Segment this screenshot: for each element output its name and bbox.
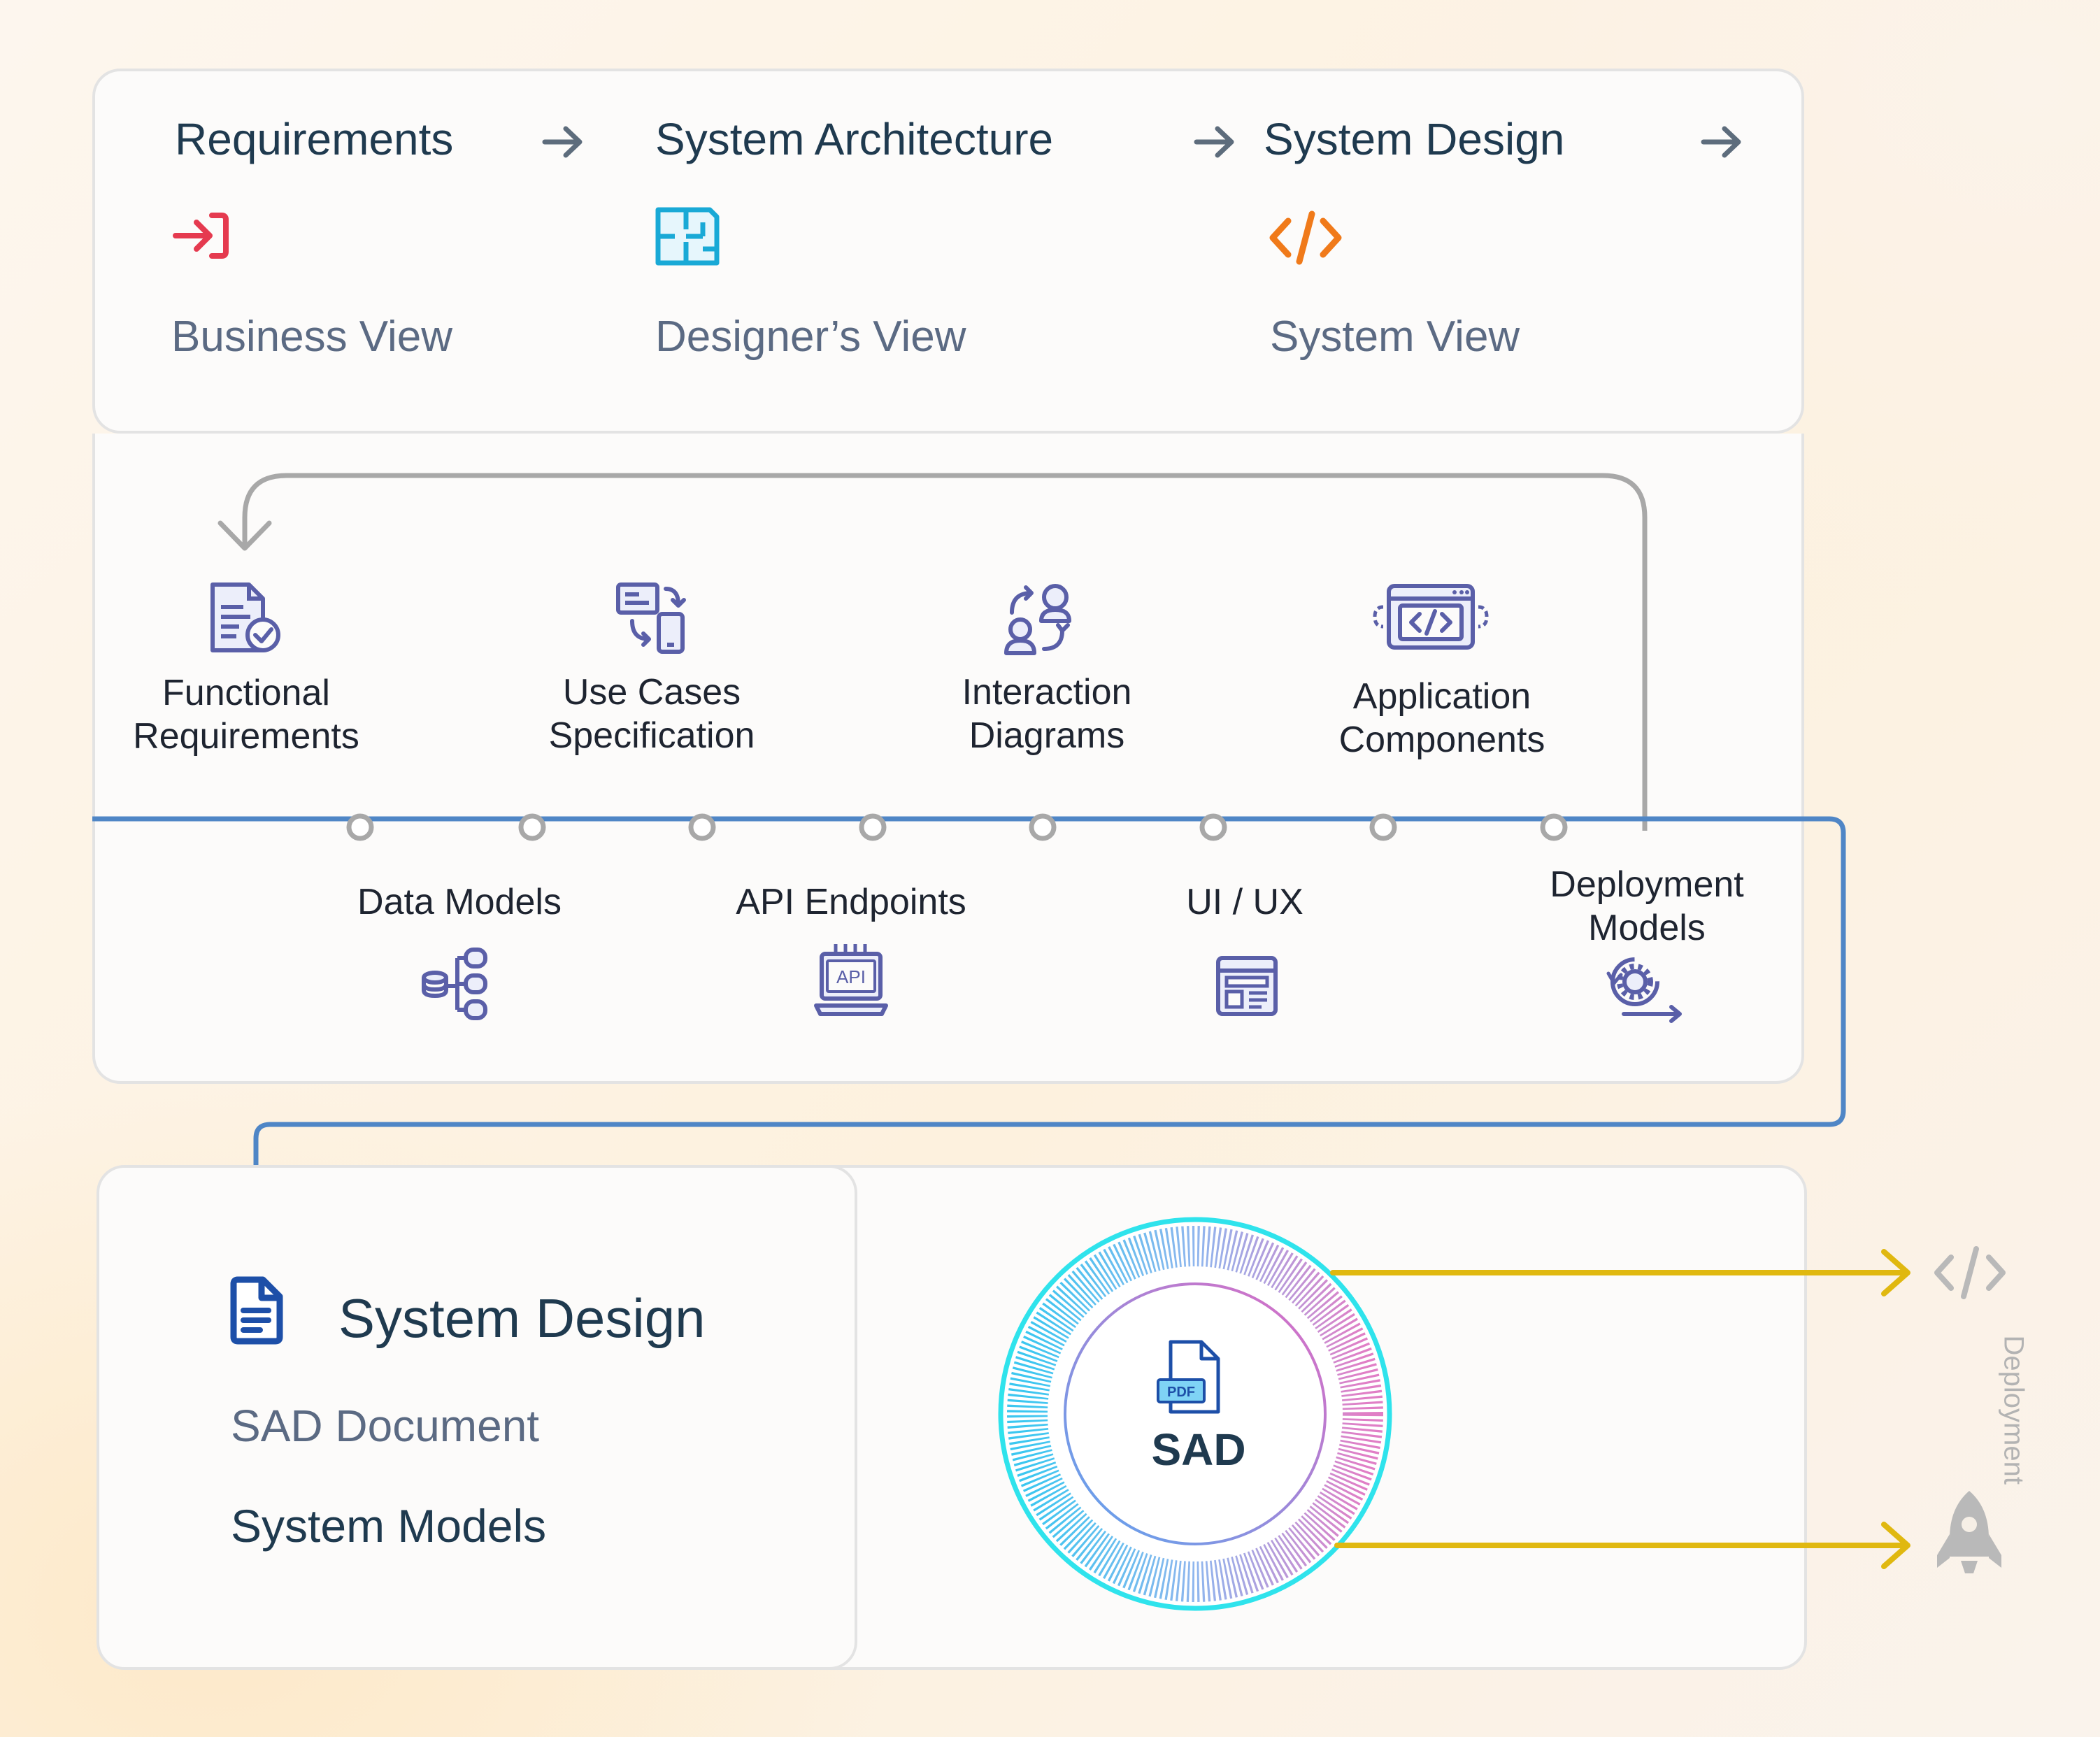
devices-sync-icon [616, 582, 686, 654]
arrow-right-icon [542, 126, 583, 158]
artifact-label-interaction-diagrams: Interaction Diagrams [962, 672, 1132, 756]
gear-cycle-icon [1606, 957, 1682, 1023]
deployment-side-label: Deployment [1998, 1335, 2029, 1485]
artifact-label-ui-ux: UI / UX [1186, 882, 1303, 922]
code-brackets-icon [1269, 210, 1342, 265]
timeline-node [1199, 813, 1227, 841]
timeline-node [518, 813, 546, 841]
system-design-card [97, 1165, 857, 1670]
wireframe-icon [1216, 956, 1278, 1016]
view-label-designer: Designer’s View [655, 313, 966, 361]
stages-card [92, 69, 1804, 434]
view-label-business: Business View [171, 313, 453, 361]
stage-title-system-design: System Design [1264, 114, 1565, 164]
stage-title-system-architecture: System Architecture [655, 114, 1054, 164]
timeline-node [859, 813, 887, 841]
timeline-node [1540, 813, 1568, 841]
user-interaction-icon [1004, 584, 1071, 655]
rocket-icon [1937, 1491, 2001, 1573]
database-tree-icon [422, 948, 487, 1020]
artifact-label-data-models: Data Models [357, 882, 562, 922]
sad-hub-ring [998, 1217, 1392, 1611]
timeline-node [1369, 813, 1397, 841]
layout-blueprint-icon [655, 207, 720, 266]
arrow-right-icon [1194, 126, 1234, 158]
pdf-file-icon: PDF [1157, 1340, 1220, 1414]
enter-arrow-icon [173, 213, 229, 259]
artifact-label-application-components: Application Components [1338, 676, 1545, 760]
artifact-label-use-cases: Use Cases Specification [548, 672, 755, 756]
view-label-system: System View [1270, 313, 1520, 361]
output-item-system-models: System Models [231, 1500, 547, 1552]
output-item-sad-document: SAD Document [231, 1401, 540, 1451]
api-laptop-icon: API [814, 944, 888, 1016]
artifact-label-deployment-models: Deployment Models [1550, 864, 1744, 948]
document-icon [230, 1276, 283, 1345]
artifact-label-api-endpoints: API Endpoints [736, 882, 966, 922]
artifacts-card [92, 434, 1804, 1084]
code-brackets-icon [1934, 1246, 2006, 1299]
timeline-node [346, 813, 374, 841]
output-title: System Design [338, 1287, 706, 1349]
pdf-badge-text: PDF [1167, 1385, 1195, 1400]
stage-title-requirements: Requirements [175, 114, 454, 164]
svg-text:API: API [836, 966, 866, 987]
arrow-right-icon [1701, 126, 1741, 158]
artifact-label-functional-requirements: Functional Requirements [133, 673, 359, 757]
timeline-node [1029, 813, 1057, 841]
hub-label: SAD [1151, 1424, 1246, 1475]
code-window-icon [1373, 584, 1489, 650]
checked-document-icon [210, 582, 280, 652]
timeline-node [688, 813, 716, 841]
